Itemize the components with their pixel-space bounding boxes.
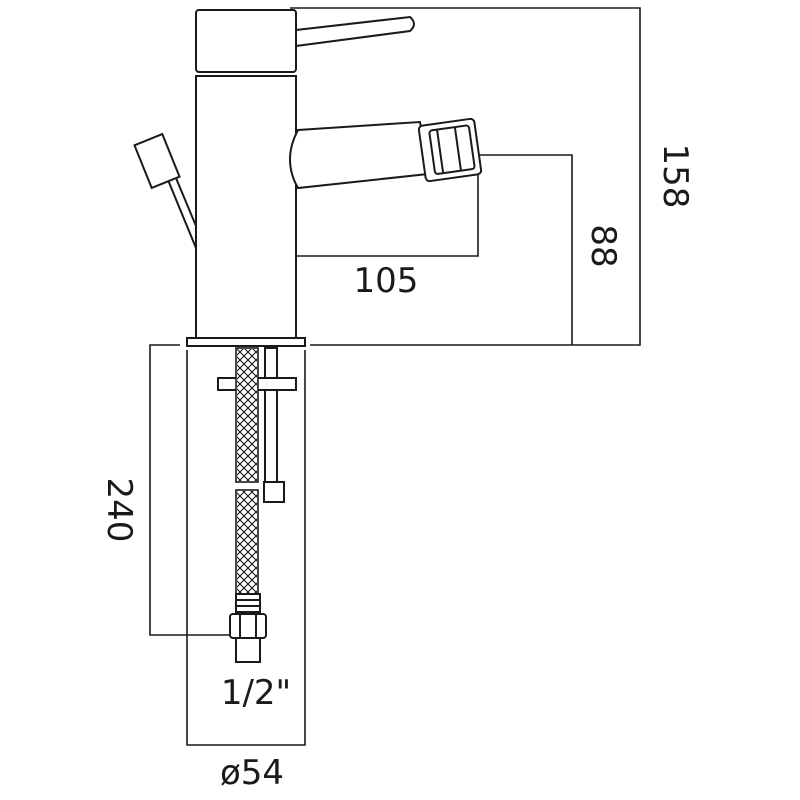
waste-rod [264, 347, 278, 485]
hose-nut-collar [235, 593, 261, 613]
hose-nut [229, 613, 267, 639]
label-88: 88 [583, 224, 623, 267]
label-diameter: ø54 [220, 753, 284, 793]
base-flange [186, 337, 306, 347]
dimension-line-158 [290, 7, 641, 346]
dimension-line-88 [478, 154, 573, 345]
label-158: 158 [655, 144, 695, 209]
spout [289, 120, 430, 190]
tap-body [195, 75, 297, 339]
spout-nozzle [417, 117, 483, 183]
dimension-line-54 [186, 350, 306, 746]
label-105: 105 [354, 261, 419, 301]
hose-tail [235, 637, 261, 663]
tap-cap [195, 9, 297, 73]
rod-connector [263, 481, 285, 503]
lever-handle [295, 15, 415, 48]
label-thread: 1/2" [221, 673, 291, 713]
pop-up-rod [133, 132, 197, 249]
dimension-line-240 [149, 344, 232, 636]
label-240: 240 [99, 478, 139, 543]
